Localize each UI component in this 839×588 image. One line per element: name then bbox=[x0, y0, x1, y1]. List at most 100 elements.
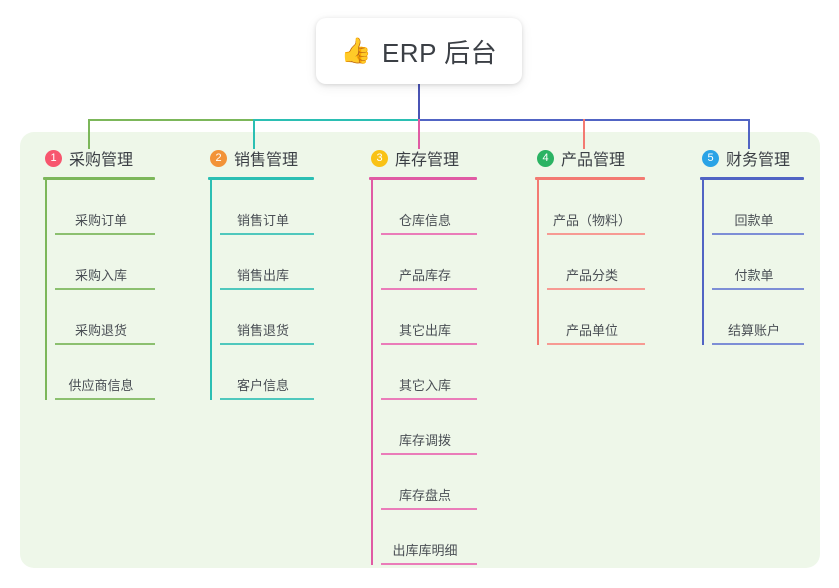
branch-rule-inventory bbox=[369, 177, 477, 180]
leaf-label: 库存盘点 bbox=[398, 488, 451, 503]
leaf-spine-inventory bbox=[371, 180, 373, 565]
leaf-rule bbox=[381, 343, 477, 345]
leaf-label: 产品单位 bbox=[565, 323, 618, 338]
leaf-rule bbox=[712, 288, 804, 290]
leaf-label: 销售退货 bbox=[236, 323, 289, 338]
leaf-spine-product bbox=[537, 180, 539, 345]
leaf-label: 采购入库 bbox=[74, 268, 127, 283]
leaf-rule bbox=[381, 453, 477, 455]
leaf-label: 产品分类 bbox=[565, 268, 618, 283]
leaf-item[interactable]: 其它入库 bbox=[373, 345, 477, 400]
leaf-label: 客户信息 bbox=[236, 378, 289, 393]
branch-column-inventory: 3 库存管理 仓库信息 产品库存 其它出库 其它入库 库存调拨 bbox=[369, 146, 477, 565]
branch-column-purchasing: 1 采购管理 采购订单 采购入库 采购退货 供应商信息 bbox=[43, 146, 155, 400]
thumbs-up-icon: 👍 bbox=[340, 36, 372, 65]
drop-connector-product bbox=[583, 119, 585, 149]
branch-header-product[interactable]: 4 产品管理 bbox=[535, 146, 645, 170]
branch-rule-sales bbox=[208, 177, 314, 180]
leaf-rule bbox=[712, 343, 804, 345]
leaf-item[interactable]: 采购入库 bbox=[47, 235, 155, 290]
leaf-rule bbox=[55, 343, 155, 345]
drop-connector-sales bbox=[253, 119, 255, 149]
leaf-item[interactable]: 库存调拨 bbox=[373, 400, 477, 455]
leaf-list-sales: 销售订单 销售出库 销售退货 客户信息 bbox=[208, 180, 314, 400]
leaf-label: 其它出库 bbox=[398, 323, 451, 338]
leaf-item[interactable]: 产品库存 bbox=[373, 235, 477, 290]
branch-header-sales[interactable]: 2 销售管理 bbox=[208, 146, 314, 170]
leaf-item[interactable]: 其它出库 bbox=[373, 290, 477, 345]
leaf-rule bbox=[712, 233, 804, 235]
leaf-item[interactable]: 付款单 bbox=[704, 235, 804, 290]
drop-connector-finance bbox=[748, 119, 750, 149]
leaf-list-finance: 回款单 付款单 结算账户 bbox=[700, 180, 804, 345]
leaf-item[interactable]: 库存盘点 bbox=[373, 455, 477, 510]
branch-badge-1: 1 bbox=[45, 149, 62, 167]
leaf-item[interactable]: 产品（物料） bbox=[539, 180, 645, 235]
branch-column-sales: 2 销售管理 销售订单 销售出库 销售退货 客户信息 bbox=[208, 146, 314, 400]
leaf-item[interactable]: 出库库明细 bbox=[373, 510, 477, 565]
leaf-rule bbox=[55, 233, 155, 235]
branch-column-product: 4 产品管理 产品（物料） 产品分类 产品单位 bbox=[535, 146, 645, 345]
root-title: ERP 后台 bbox=[381, 37, 498, 68]
leaf-label: 采购退货 bbox=[74, 323, 127, 338]
leaf-rule bbox=[381, 288, 477, 290]
leaf-rule bbox=[547, 233, 645, 235]
leaf-item[interactable]: 采购订单 bbox=[47, 180, 155, 235]
leaf-rule bbox=[381, 563, 477, 565]
branch-title-inventory: 库存管理 bbox=[395, 152, 460, 169]
leaf-spine-sales bbox=[210, 180, 212, 400]
leaf-label: 回款单 bbox=[734, 213, 774, 228]
leaf-label: 库存调拨 bbox=[398, 433, 451, 448]
branch-badge-4: 4 bbox=[537, 149, 554, 167]
leaf-rule bbox=[220, 398, 314, 400]
leaf-label: 结算账户 bbox=[727, 323, 780, 338]
leaf-item[interactable]: 销售出库 bbox=[212, 235, 314, 290]
leaf-rule bbox=[55, 398, 155, 400]
leaf-label: 产品库存 bbox=[398, 268, 451, 283]
branch-header-finance[interactable]: 5 财务管理 bbox=[700, 146, 804, 170]
leaf-label: 出库库明细 bbox=[392, 543, 458, 558]
leaf-rule bbox=[220, 343, 314, 345]
branch-header-purchasing[interactable]: 1 采购管理 bbox=[43, 146, 155, 170]
leaf-item[interactable]: 产品单位 bbox=[539, 290, 645, 345]
leaf-rule bbox=[381, 398, 477, 400]
leaf-rule bbox=[547, 288, 645, 290]
branch-title-finance: 财务管理 bbox=[726, 152, 791, 169]
leaf-spine-purchasing bbox=[45, 180, 47, 400]
leaf-item[interactable]: 结算账户 bbox=[704, 290, 804, 345]
drop-connector-inventory bbox=[418, 119, 420, 149]
leaf-item[interactable]: 仓库信息 bbox=[373, 180, 477, 235]
branch-header-inventory[interactable]: 3 库存管理 bbox=[369, 146, 477, 170]
branch-rule-purchasing bbox=[43, 177, 155, 180]
leaf-item[interactable]: 供应商信息 bbox=[47, 345, 155, 400]
leaf-item[interactable]: 销售订单 bbox=[212, 180, 314, 235]
leaf-rule bbox=[381, 508, 477, 510]
content-panel bbox=[20, 132, 820, 568]
branch-badge-3: 3 bbox=[371, 149, 388, 167]
leaf-list-inventory: 仓库信息 产品库存 其它出库 其它入库 库存调拨 库存盘点 bbox=[369, 180, 477, 565]
leaf-list-purchasing: 采购订单 采购入库 采购退货 供应商信息 bbox=[43, 180, 155, 400]
leaf-rule bbox=[220, 288, 314, 290]
leaf-rule bbox=[547, 343, 645, 345]
branch-title-product: 产品管理 bbox=[561, 152, 626, 169]
root-node-card[interactable]: 👍 ERP 后台 bbox=[316, 18, 522, 84]
leaf-item[interactable]: 回款单 bbox=[704, 180, 804, 235]
drop-connector-purchasing bbox=[88, 119, 90, 149]
branch-column-finance: 5 财务管理 回款单 付款单 结算账户 bbox=[700, 146, 804, 345]
leaf-label: 仓库信息 bbox=[398, 213, 451, 228]
bus-segment-sales bbox=[253, 119, 420, 121]
leaf-rule bbox=[381, 233, 477, 235]
leaf-item[interactable]: 销售退货 bbox=[212, 290, 314, 345]
root-stem-connector bbox=[418, 84, 420, 120]
branch-badge-2: 2 bbox=[210, 149, 227, 167]
branch-rule-product bbox=[535, 177, 645, 180]
leaf-item[interactable]: 客户信息 bbox=[212, 345, 314, 400]
leaf-label: 销售订单 bbox=[236, 213, 289, 228]
leaf-spine-finance bbox=[702, 180, 704, 345]
leaf-label: 供应商信息 bbox=[68, 378, 134, 393]
leaf-item[interactable]: 产品分类 bbox=[539, 235, 645, 290]
leaf-item[interactable]: 采购退货 bbox=[47, 290, 155, 345]
leaf-rule bbox=[55, 288, 155, 290]
leaf-label: 其它入库 bbox=[398, 378, 451, 393]
